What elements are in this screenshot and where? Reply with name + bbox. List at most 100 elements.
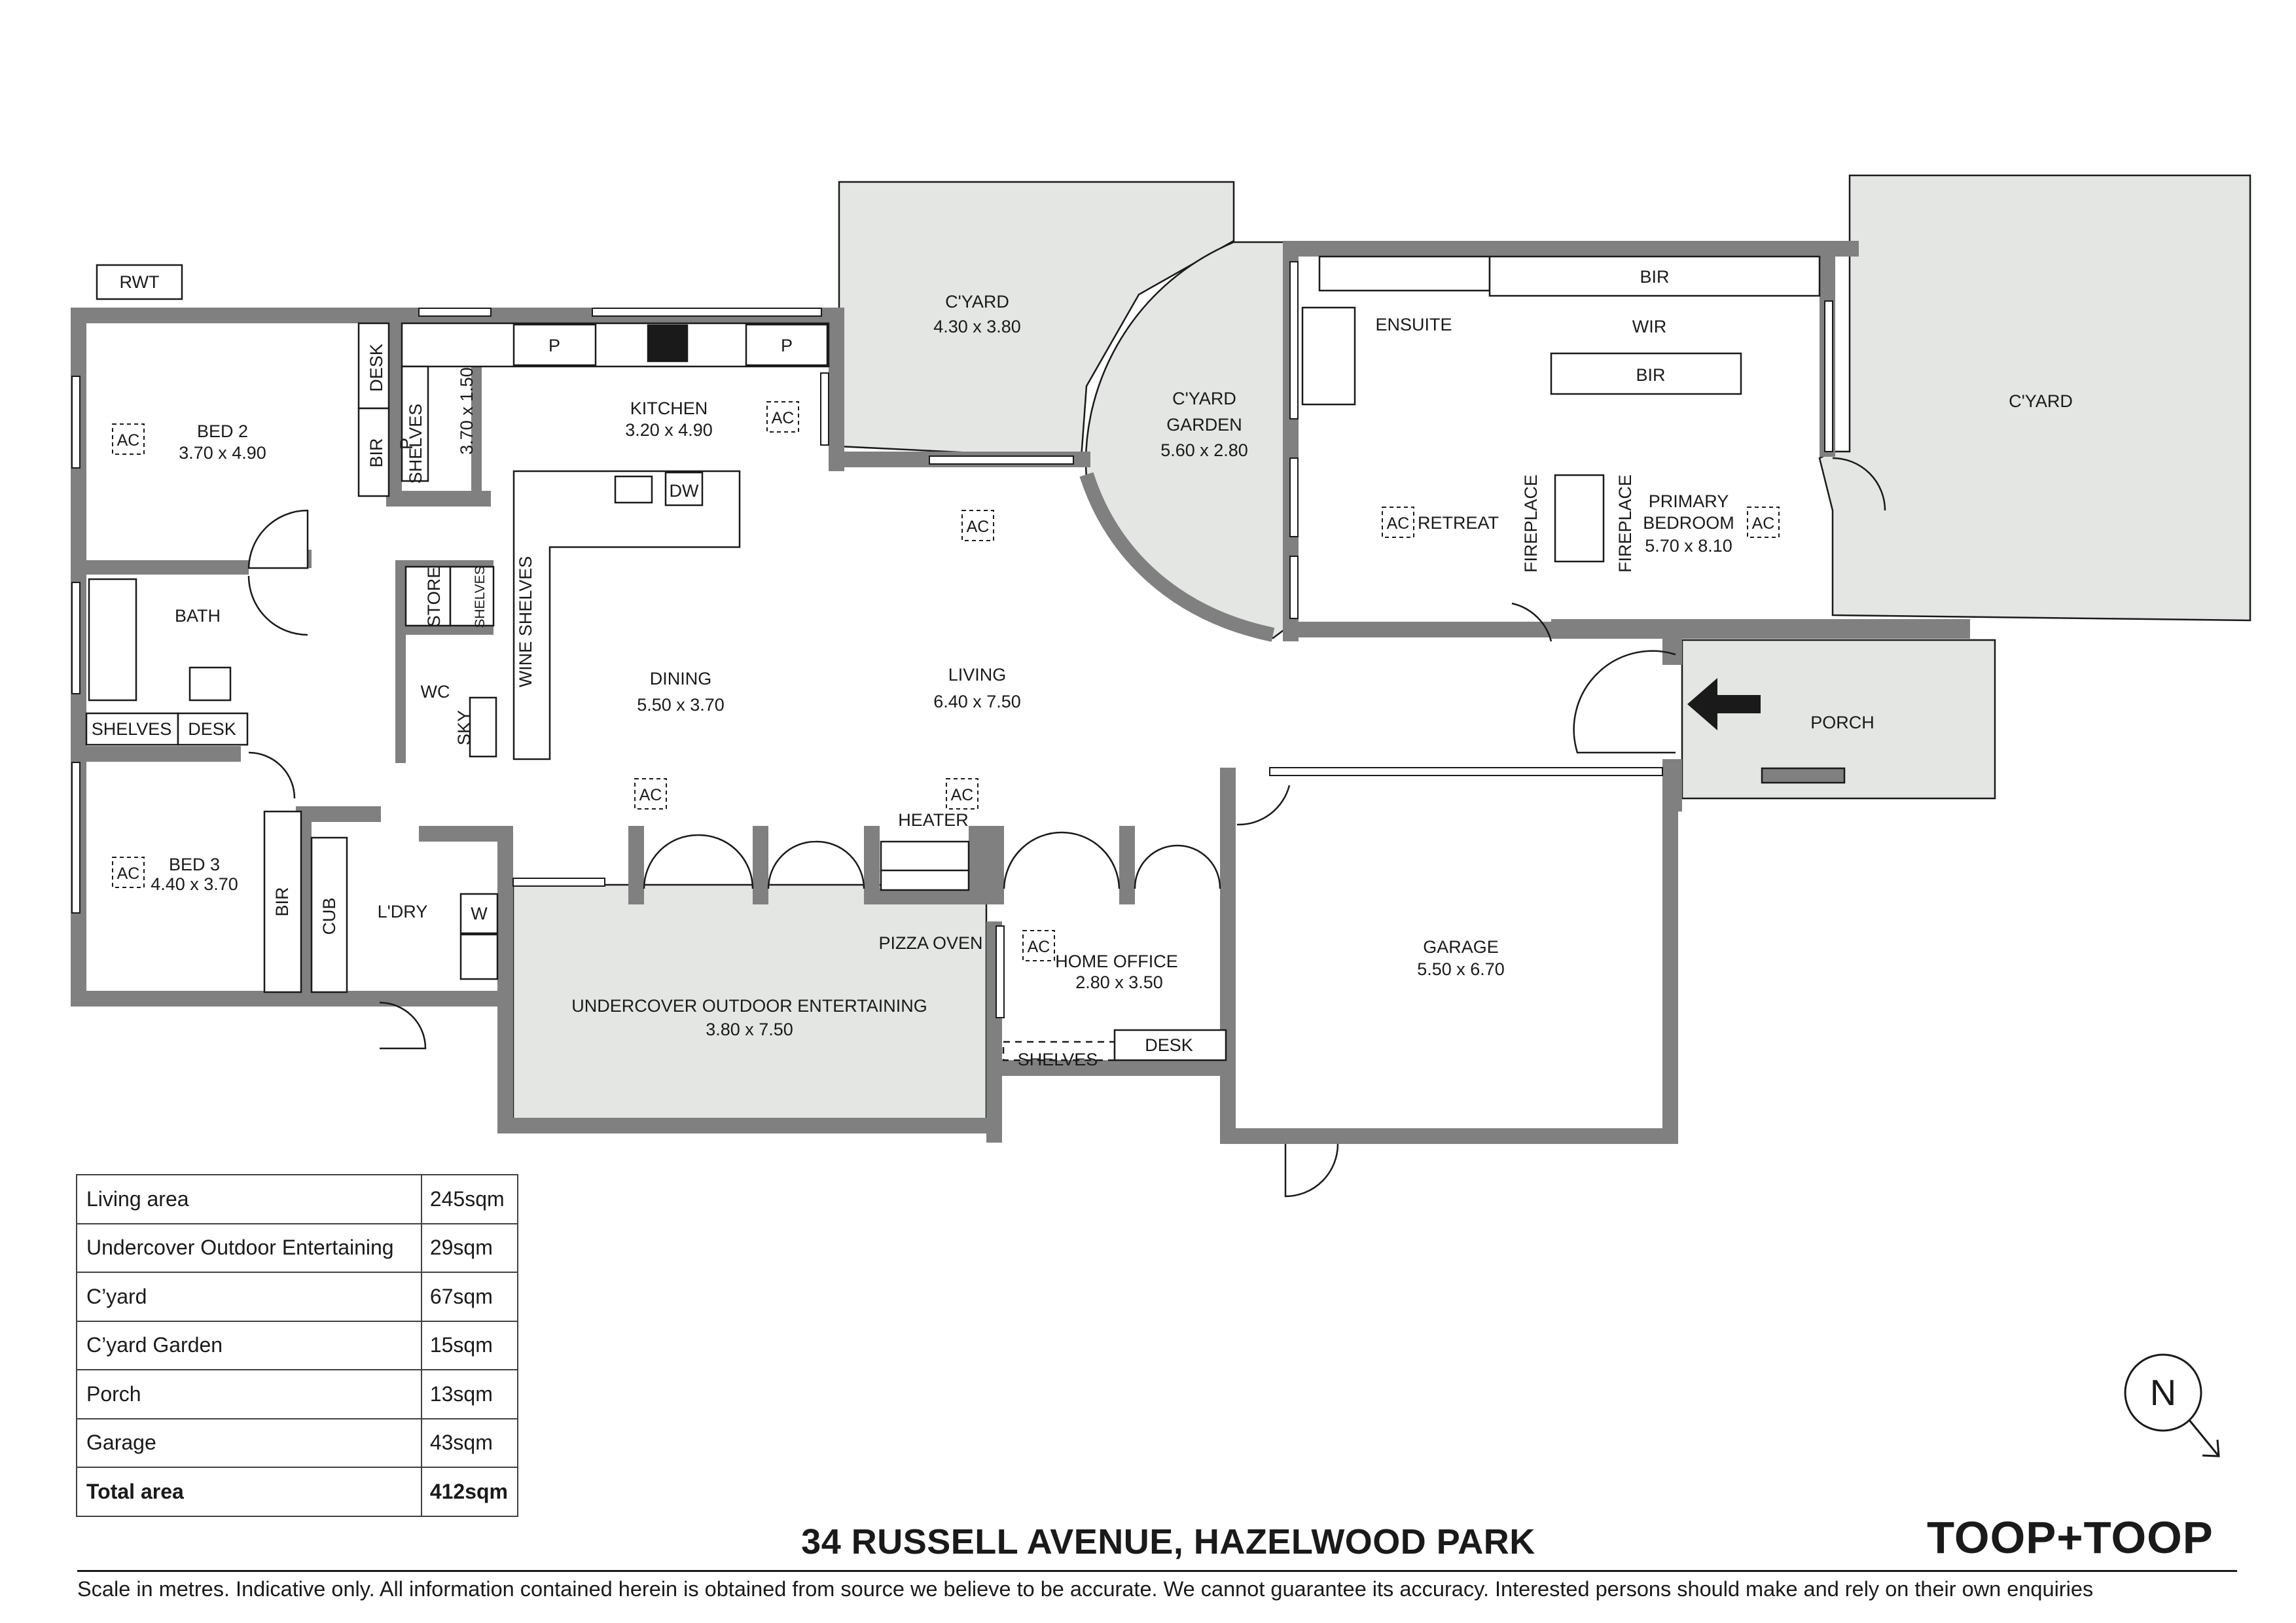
wall (71, 560, 249, 575)
wall (829, 308, 844, 471)
ac-unit (634, 778, 667, 810)
ac-unit (1382, 507, 1414, 538)
wall (71, 991, 497, 1007)
label-laundry: L'DRY (378, 902, 428, 921)
bath-shelves (85, 712, 179, 746)
bed2-bir (357, 407, 390, 497)
divider (77, 1570, 2237, 1572)
island-bench (512, 470, 741, 760)
label-bir-bed2: BIR (367, 438, 386, 467)
label-rwt: RWT (120, 272, 160, 292)
label-bir-island: BIR (1636, 365, 1665, 385)
ac-unit (112, 423, 145, 455)
label-ac: AC (772, 409, 795, 427)
bir-top (1488, 255, 1821, 297)
window (820, 372, 829, 446)
label-shelves-office: SHELVES (1018, 1050, 1098, 1069)
ac-unit (766, 401, 799, 433)
ac-unit (112, 857, 145, 888)
window (71, 376, 81, 469)
bed2-desk (357, 322, 390, 410)
north-arrow-icon (2124, 1353, 2220, 1457)
window (1824, 300, 1833, 452)
rwt-box (96, 264, 183, 300)
wall (395, 624, 493, 635)
label-ac: AC (1387, 514, 1410, 533)
wc-basin (469, 696, 497, 758)
label-cub: CUB (319, 897, 339, 935)
heater-unit (880, 840, 970, 873)
pizza-oven-unit (880, 869, 970, 891)
window (71, 762, 81, 914)
label-outdoor-dims: 3.80 x 7.50 (706, 1020, 793, 1039)
wall (419, 826, 497, 842)
window (512, 878, 605, 887)
wall (471, 353, 482, 497)
label-garage-dims: 5.50 x 6.70 (1417, 959, 1505, 979)
label-wine-shelves: WINE SHELVES (516, 556, 535, 688)
window (1289, 457, 1299, 537)
label-sky: SKY (454, 710, 474, 745)
laundry-tub (459, 933, 499, 980)
wall (628, 826, 644, 904)
door-swing (1284, 1143, 1339, 1198)
ac-unit (1747, 507, 1780, 538)
ac-units (112, 401, 1780, 961)
entry-arrow-icon (1687, 678, 1761, 730)
label-p-right: P (781, 336, 793, 355)
north-label: N (2150, 1372, 2176, 1413)
label-store-shelves: SHELVES (473, 565, 488, 628)
address-title: 34 RUSSELL AVENUE, HAZELWOOD PARK (801, 1522, 1535, 1561)
ensuite-vanity (1318, 255, 1491, 292)
label-cyard-garden-dims: 5.60 x 2.80 (1160, 440, 1248, 460)
shelves-pantry (401, 365, 429, 482)
label-ac: AC (639, 786, 662, 804)
label-primary-2: BEDROOM (1643, 513, 1734, 533)
window (929, 455, 1074, 465)
door-swing (1236, 785, 1291, 826)
window (71, 582, 81, 694)
fireplace-unit (1554, 474, 1605, 563)
window (418, 308, 492, 317)
label-ensuite: ENSUITE (1375, 315, 1452, 334)
label-p-left: P (548, 336, 560, 355)
wall (1551, 619, 1970, 639)
curved-window (1079, 472, 1275, 642)
label-primary-1: PRIMARY (1649, 491, 1729, 511)
area-label: Garage (76, 1418, 422, 1468)
label-heater: HEATER (898, 810, 969, 830)
porch-bench (1761, 767, 1846, 784)
label-living-dims: 6.40 x 7.50 (933, 692, 1021, 711)
label-retreat: RETREAT (1418, 513, 1499, 533)
wall (296, 806, 381, 822)
wall (1220, 768, 1236, 1141)
laundry-w (459, 893, 499, 935)
wall (497, 826, 513, 1133)
french-door (1134, 844, 1221, 889)
pantry-p-left (512, 323, 597, 366)
label-desk-office: DESK (1145, 1035, 1193, 1055)
area-value: 245sqm (420, 1174, 519, 1224)
window (1289, 261, 1299, 419)
bath-vanity (188, 666, 232, 702)
area-value: 15sqm (420, 1320, 519, 1370)
fixtures (85, 255, 1846, 1061)
label-kitchen: KITCHEN (630, 399, 708, 418)
window (1269, 767, 1663, 776)
wall (986, 1060, 1229, 1076)
label-pizza-oven: PIZZA OVEN (878, 933, 982, 953)
label-shelves-bath: SHELVES (92, 719, 172, 739)
laundry-cub (310, 836, 348, 993)
bir-island (1550, 352, 1742, 395)
label-garage: GARAGE (1423, 937, 1499, 957)
kitchen-sink (614, 475, 653, 504)
label-fireplace-left: FIREPLACE (1521, 474, 1541, 573)
door-swing (247, 509, 309, 569)
area-label: C’yard (76, 1272, 422, 1322)
window (592, 308, 822, 317)
